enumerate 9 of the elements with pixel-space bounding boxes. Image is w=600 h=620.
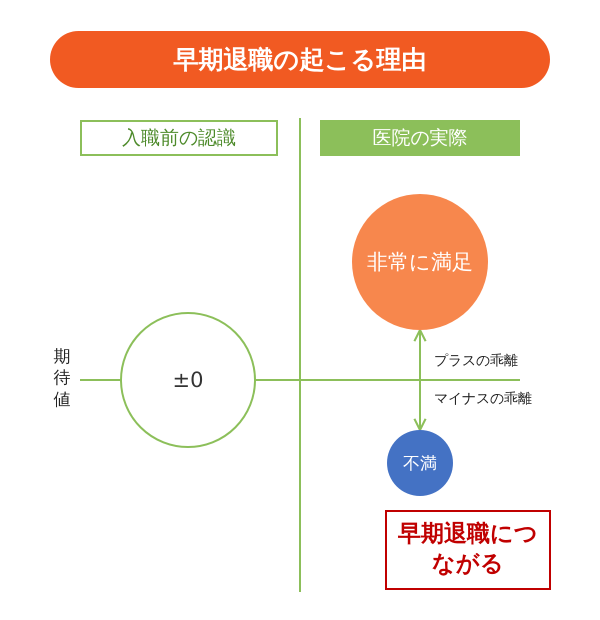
circle-node: ±0 [120,312,256,448]
arrow [413,381,427,432]
circle-node: 非常に満足 [352,194,488,330]
result-box: 早期退職につながる [385,510,551,590]
column-header: 入職前の認識 [80,120,278,156]
column-header: 医院の実際 [320,120,520,156]
title-banner: 早期退職の起こる理由 [50,31,550,88]
circle-node: 不満 [387,430,453,496]
arrow [413,328,427,379]
